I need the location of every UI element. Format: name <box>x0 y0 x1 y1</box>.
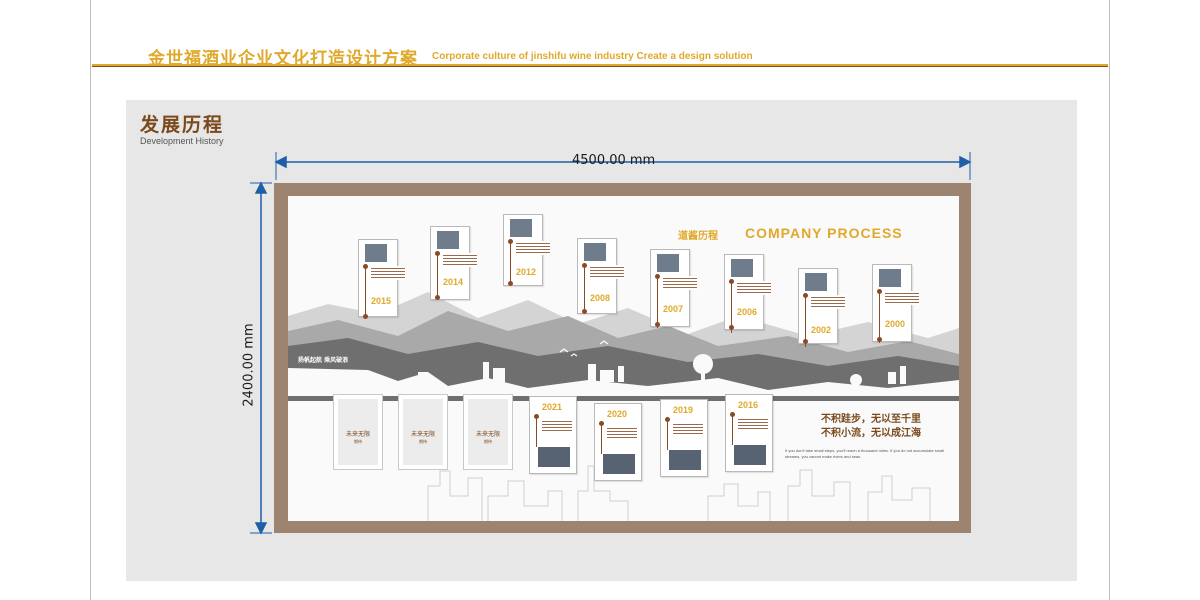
placeholder-sub: 期待 <box>484 439 492 444</box>
timeline-card-2020: 2020 <box>594 403 642 481</box>
timeline-card-2014: 2014 <box>430 226 477 300</box>
motto-line-1: 不积跬步，无以至千里 <box>821 414 921 425</box>
timeline-card-2015: 2015 <box>358 239 405 319</box>
card-photo <box>731 259 753 277</box>
motto-line-2: 不积小流，无以成江海 <box>821 428 921 439</box>
card-photo <box>657 254 679 272</box>
timeline-card-2021: 2021 <box>529 396 577 474</box>
section-subtitle: Development History <box>140 136 224 146</box>
card-photo <box>437 231 459 249</box>
process-title-zh: 道酱历程 <box>678 231 718 242</box>
process-title-en: COMPANY PROCESS <box>745 225 903 241</box>
year-label: 2008 <box>590 293 611 303</box>
card-photo <box>365 244 387 262</box>
placeholder-label: 未来无限 <box>410 432 435 438</box>
year-label: 2021 <box>542 402 563 412</box>
document-title: 金世福酒业企业文化打造设计方案 <box>148 49 418 69</box>
card-photo <box>734 445 766 465</box>
card-photo <box>603 454 635 474</box>
timeline-card-2006: 2006 <box>724 254 771 333</box>
motto-text: 不积跬步，无以至千里 不积小流，无以成江海 <box>821 413 921 441</box>
history-wall: 道酱历程 COMPANY PROCESS 扬帆起航 乘风破浪 2015 2014… <box>288 196 959 521</box>
card-photo <box>510 219 532 237</box>
timeline-card-2012: 2012 <box>503 214 550 286</box>
card-photo <box>805 273 827 291</box>
year-label: 2016 <box>738 400 759 410</box>
landscape-illustration <box>288 292 959 521</box>
future-placeholder-3: 未来无限 期待 <box>463 394 513 470</box>
future-placeholder-2: 未来无限 期待 <box>398 394 448 470</box>
width-label: 4500.00 mm <box>572 153 656 168</box>
card-photo <box>669 450 701 470</box>
year-label: 2002 <box>811 325 832 335</box>
card-photo <box>584 243 606 261</box>
year-label: 2015 <box>371 296 392 306</box>
year-label: 2014 <box>443 277 464 287</box>
year-label: 2020 <box>607 409 628 419</box>
placeholder-sub: 期待 <box>354 439 362 444</box>
placeholder-label: 未来无限 <box>345 432 370 438</box>
height-label: 2400.00 mm <box>241 323 257 407</box>
timeline-card-2000: 2000 <box>872 264 919 343</box>
future-placeholder-1: 未来无限 期待 <box>333 394 383 470</box>
timeline-card-2002: 2002 <box>798 268 845 347</box>
timeline-card-2007: 2007 <box>650 249 697 328</box>
year-label: 2000 <box>885 319 906 329</box>
year-label: 2019 <box>673 405 694 415</box>
timeline-card-2016: 2016 <box>725 394 773 472</box>
card-photo <box>879 269 901 287</box>
header-rule <box>92 64 1108 66</box>
card-photo <box>538 447 570 467</box>
year-label: 2006 <box>737 307 758 317</box>
timeline-card-2019: 2019 <box>660 399 708 477</box>
timeline-card-2008: 2008 <box>577 238 624 314</box>
section-title: 发展历程 <box>140 114 225 136</box>
year-label: 2012 <box>516 267 537 277</box>
year-label: 2007 <box>663 304 684 314</box>
header-rule-dark <box>92 66 1108 67</box>
placeholder-sub: 期待 <box>419 439 427 444</box>
wall-slogan: 扬帆起航 乘风破浪 <box>298 357 349 364</box>
placeholder-label: 未来无限 <box>475 432 500 438</box>
motto-english: If you don't take small steps, you'll re… <box>785 448 945 459</box>
document-subtitle: Corporate culture of jinshifu wine indus… <box>432 51 753 62</box>
